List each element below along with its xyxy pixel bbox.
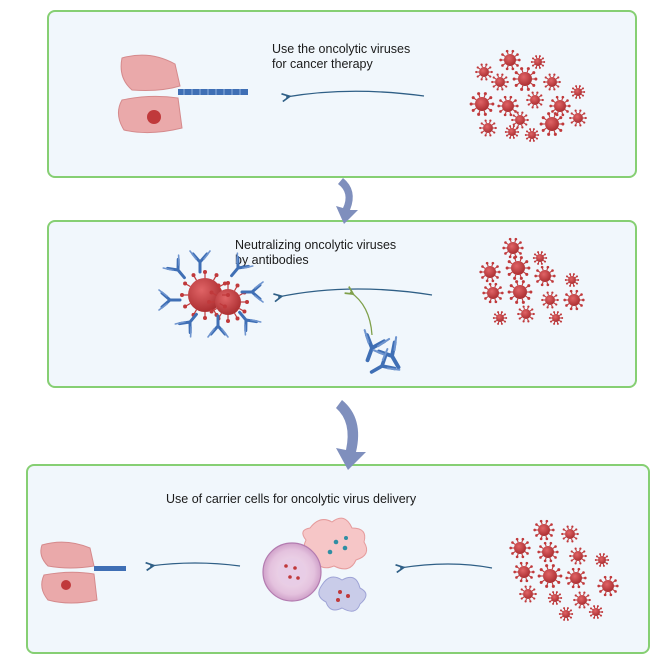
lungs-icon xyxy=(118,54,248,134)
panel-oncolytic-therapy: Use the oncolytic viruses for cancer the… xyxy=(47,10,637,178)
antibody-icon xyxy=(238,310,262,336)
virus-icon xyxy=(479,119,497,137)
virus-icon xyxy=(594,553,610,567)
carrier-cells-icon xyxy=(262,517,368,612)
down-arrow-1 xyxy=(336,178,358,224)
virus-icon xyxy=(509,537,531,559)
virus-icon xyxy=(561,525,579,543)
virus-icon xyxy=(543,73,561,91)
virus-icon xyxy=(533,519,555,541)
virus-icon xyxy=(499,49,521,71)
antibody-icon xyxy=(189,250,211,274)
arrow-antibodies-up xyxy=(350,292,373,336)
virus-icon xyxy=(524,128,540,142)
virus-icon xyxy=(548,311,564,325)
virus-icon xyxy=(517,305,535,323)
virus-icon xyxy=(569,109,587,127)
virus-icon xyxy=(537,541,559,563)
antibody-icon xyxy=(240,281,264,303)
arrow-viruses-to-lungs-1 xyxy=(286,90,425,97)
antibody-icon xyxy=(158,289,182,311)
antibody-icon xyxy=(207,314,229,338)
antibody-icon xyxy=(174,312,198,338)
virus-icon xyxy=(491,73,509,91)
virus-icon xyxy=(541,291,559,309)
panel-2-caption: Neutralizing oncolytic viruses by antibo… xyxy=(235,238,397,267)
virus-icon xyxy=(534,265,556,287)
virus-cluster-2 xyxy=(479,237,585,325)
virus-icon xyxy=(479,261,501,283)
panel-antibody-neutralization: Neutralizing oncolytic viruses by antibo… xyxy=(47,220,637,388)
virus-icon xyxy=(530,55,546,69)
virus-cluster-1 xyxy=(469,49,587,142)
virus-icon xyxy=(549,95,571,117)
virus-icon xyxy=(504,125,520,139)
virus-icon xyxy=(513,561,535,583)
virus-icon xyxy=(564,273,580,287)
virus-icon xyxy=(547,591,563,605)
virus-icon xyxy=(502,237,524,259)
virus-icon xyxy=(511,111,529,129)
virus-icon xyxy=(558,607,574,621)
virus-icon xyxy=(563,289,585,311)
virus-icon xyxy=(537,564,563,588)
antibody-icon xyxy=(369,348,401,374)
down-arrow-2 xyxy=(336,400,366,470)
virus-icon xyxy=(565,567,587,589)
virus-icon xyxy=(512,67,538,91)
antibodies-bound-icon xyxy=(158,250,264,338)
virus-icon xyxy=(526,91,544,109)
virus-icon xyxy=(532,251,548,265)
virus-icon xyxy=(507,280,533,304)
neutralized-virus-complex xyxy=(188,278,241,315)
virus-icon xyxy=(505,256,531,280)
free-antibodies-icon xyxy=(363,329,401,374)
virus-icon xyxy=(519,585,537,603)
antibody-icon xyxy=(230,252,254,278)
virus-icon xyxy=(539,112,565,136)
virus-icon xyxy=(469,92,495,116)
virus-icon xyxy=(570,85,586,99)
antibody-icon xyxy=(162,254,186,280)
virus-icon xyxy=(492,311,508,325)
arrow-cells-to-lungs xyxy=(150,563,241,566)
lungs-icon-small xyxy=(40,541,126,604)
virus-icon xyxy=(475,63,493,81)
antibody-icon xyxy=(363,329,391,363)
virus-icon xyxy=(588,605,604,619)
virus-cluster-3 xyxy=(509,519,619,621)
virus-icon xyxy=(569,547,587,565)
virus-icon xyxy=(497,95,519,117)
arrow-viruses-to-cells xyxy=(400,563,493,568)
virus-icon xyxy=(482,282,504,304)
virus-icon xyxy=(573,591,591,609)
virus-icon xyxy=(597,575,619,597)
panel-1-caption: Use the oncolytic viruses for cancer the… xyxy=(272,42,411,71)
panel-3-caption: Use of carrier cells for oncolytic virus… xyxy=(166,492,417,506)
